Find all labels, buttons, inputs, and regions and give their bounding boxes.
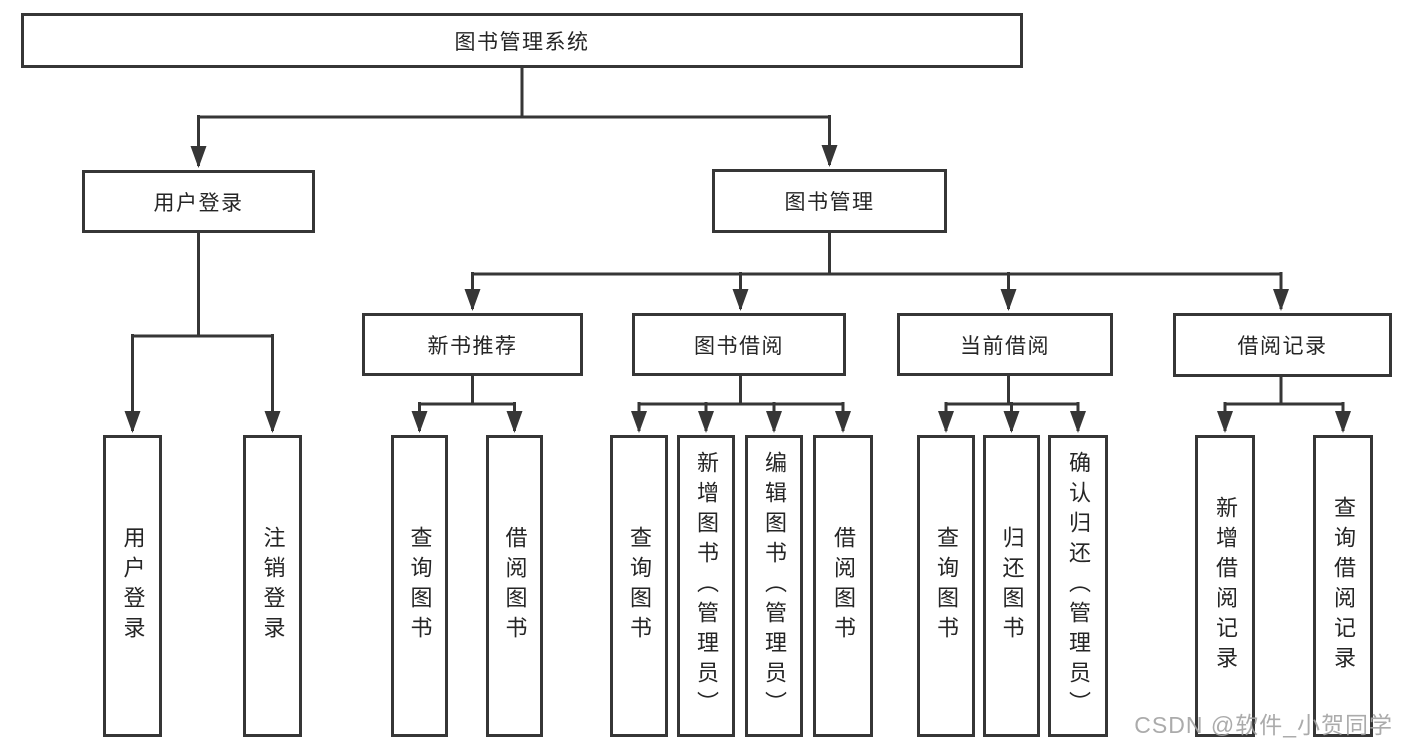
leaf-records-query-borrow-record: 查询借阅记录: [1313, 435, 1373, 737]
node-book-borrowing: 图书借阅: [632, 313, 846, 376]
leaf-current-return-books: 归还图书: [983, 435, 1040, 737]
leaf-logout: 注销登录: [243, 435, 302, 737]
leaf-current-confirm-return-admin: 确认归还（管理员）: [1048, 435, 1108, 737]
node-current-borrowing: 当前借阅: [897, 313, 1113, 376]
leaf-newbook-query-books: 查询图书: [391, 435, 448, 737]
leaf-borrow-query-books: 查询图书: [610, 435, 668, 737]
leaf-user-login: 用户登录: [103, 435, 162, 737]
leaf-borrow-edit-books-admin: 编辑图书（管理员）: [745, 435, 803, 737]
node-user-login: 用户登录: [82, 170, 315, 233]
leaf-borrow-add-books-admin: 新增图书（管理员）: [677, 435, 735, 737]
leaf-newbook-borrow-books: 借阅图书: [486, 435, 543, 737]
leaf-records-add-borrow-record: 新增借阅记录: [1195, 435, 1255, 737]
node-book-management: 图书管理: [712, 169, 947, 233]
node-library-management-system: 图书管理系统: [21, 13, 1023, 68]
leaf-borrow-borrow-books: 借阅图书: [813, 435, 873, 737]
leaf-current-query-books: 查询图书: [917, 435, 975, 737]
csdn-watermark: CSDN @软件_小贺同学: [1134, 712, 1393, 738]
node-borrowing-records: 借阅记录: [1173, 313, 1392, 377]
node-new-book-recommend: 新书推荐: [362, 313, 583, 376]
